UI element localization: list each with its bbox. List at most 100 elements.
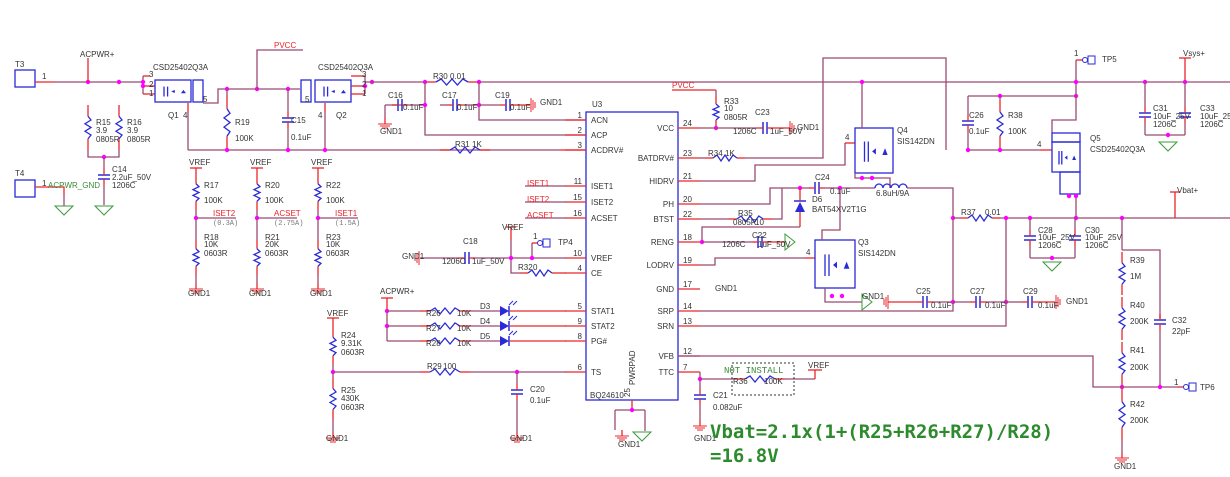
junction-dot xyxy=(322,147,328,153)
label-parts-r15-pkg: 0805R xyxy=(96,135,120,144)
resistor xyxy=(429,306,461,316)
resistor xyxy=(313,183,323,202)
label-formula-line1: Vbat=2.1x(1+(R25+R26+R27)/R28) xyxy=(710,421,1053,443)
label-parts-r26-ref: R26 xyxy=(426,309,441,318)
wire xyxy=(700,143,846,182)
label-ic-left_pins-7-num: 4 xyxy=(578,264,583,273)
label-nets-gnd1: GND1 xyxy=(694,434,717,443)
resistor xyxy=(711,103,721,121)
label-parts-r29-value: 100 xyxy=(443,362,457,371)
label-parts-q4-ref: Q4 xyxy=(897,126,908,135)
label-nets-vsys: Vsys+ xyxy=(1183,49,1205,58)
junction-dot xyxy=(965,147,971,153)
wire xyxy=(907,187,954,302)
label-parts-r24-ref: R24 xyxy=(341,331,356,340)
label-ic-right_pins-9-num: 13 xyxy=(683,317,692,326)
wire xyxy=(745,57,947,159)
label-parts-c32-ref: C32 xyxy=(1172,316,1187,325)
body-diode-icon xyxy=(882,148,888,155)
junction-dot xyxy=(1073,193,1079,199)
label-parts-q1-pins-1: 2 xyxy=(149,80,154,89)
wire xyxy=(256,49,303,89)
resistor xyxy=(736,214,764,224)
label-nets-gnd1: GND1 xyxy=(380,127,403,136)
resistor xyxy=(1117,352,1127,375)
label-parts-r39-ref: R39 xyxy=(1130,256,1145,265)
label-parts-c31-ref: C31 xyxy=(1153,104,1168,113)
mosfet-arrow xyxy=(833,261,837,269)
label-parts-r19-ref: R19 xyxy=(235,118,250,127)
wire xyxy=(854,173,891,188)
label-connectors-tp4: TP4 xyxy=(558,238,573,247)
junction-dot xyxy=(140,83,146,89)
label-ic-left_pins-0-name: ACN xyxy=(591,116,608,125)
label-ic-left_pins-9-name: STAT2 xyxy=(591,322,615,331)
label-parts-r24-value: 9.31K xyxy=(341,339,363,348)
label-parts-r37-ref: R37 xyxy=(961,208,976,217)
label-parts-c18-ref: C18 xyxy=(463,237,478,246)
label-ic-right_pins-0-num: 24 xyxy=(683,119,692,128)
label-connectors-t4: T4 xyxy=(15,169,25,178)
label-parts-r23-ref: R23 xyxy=(326,233,341,242)
label-parts-r16-ref: R16 xyxy=(127,118,142,127)
label-nets-acpwr_plus: ACPWR+ xyxy=(80,50,115,59)
label-parts-c25-ref: C25 xyxy=(916,287,931,296)
label-parts-r33-pkg: 0805R xyxy=(724,113,748,122)
label-parts-r27-value: 10K xyxy=(457,324,472,333)
junction-dot xyxy=(508,255,514,261)
label-ic-left_pins-5-name: ACSET xyxy=(591,214,618,223)
test-point-icon xyxy=(1082,57,1088,63)
label-parts-r17-ref: R17 xyxy=(204,181,219,190)
label-parts-q1-pins-4: 5 xyxy=(203,95,208,104)
label-parts-c18-pkg: 1206C xyxy=(442,257,466,266)
resistor xyxy=(967,213,993,223)
junction-dot xyxy=(116,79,122,85)
label-parts-c29-ref: C29 xyxy=(1023,287,1038,296)
junction-dot xyxy=(997,147,1003,153)
label-nets-vref: VREF xyxy=(311,158,332,167)
resistor xyxy=(1117,307,1127,330)
label-ic-right_pins-3-name: PH xyxy=(663,200,674,209)
label-parts-r32-value: 0 xyxy=(533,263,538,272)
junction-dot xyxy=(285,147,291,153)
resistor xyxy=(435,78,469,86)
label-currents-iset2: (0.3A) xyxy=(213,220,238,228)
label-parts-q5-part: CSD25402Q3A xyxy=(1090,145,1146,154)
label-parts-q1-pins-3: 4 xyxy=(183,111,188,120)
label-parts-r24-pkg: 0603R xyxy=(341,348,365,357)
label-parts-c15-value: 0.1uF xyxy=(291,133,312,142)
mosfet-pins xyxy=(1059,171,1081,195)
label-parts-c28-ref: C28 xyxy=(1038,226,1053,235)
resistor xyxy=(995,111,1005,137)
label-ic-left_pins-5-num: 16 xyxy=(573,209,582,218)
label-parts-r25-value: 430K xyxy=(341,394,360,403)
label-parts-q2-pins-3: 4 xyxy=(318,111,323,120)
junction-dot xyxy=(224,147,230,153)
ground-triangle-icon xyxy=(53,205,75,216)
label-connectors-pin1: 1 xyxy=(42,179,47,188)
label-parts-r20-ref: R20 xyxy=(265,181,280,190)
wire xyxy=(772,188,783,220)
label-parts-c30-pkg: 1206C xyxy=(1085,241,1109,250)
junction-dot xyxy=(859,79,865,85)
label-ic-right_pins-6-name: LODRV xyxy=(647,261,675,270)
label-nets-vref: VREF xyxy=(189,158,210,167)
mosfet-pins xyxy=(300,79,312,103)
label-parts-c14-value: 2.2uF_50V xyxy=(112,173,152,182)
label-parts-q2-pins-2: 1 xyxy=(362,89,367,98)
label-parts-r38-ref: R38 xyxy=(1008,111,1023,120)
label-parts-r21-value: 20K xyxy=(265,240,280,249)
label-parts-q1-ref: Q1 xyxy=(168,111,179,120)
label-parts-q5-ref: Q5 xyxy=(1090,134,1101,143)
label-parts-c33-pkg: 1206C xyxy=(1200,120,1224,129)
label-parts-r33-ref: R33 xyxy=(724,97,739,106)
label-parts-c20-ref: C20 xyxy=(530,385,545,394)
label-nets-gnd1: GND1 xyxy=(618,440,641,449)
label-parts-r19-value: 100K xyxy=(235,134,254,143)
junction-dot xyxy=(362,83,368,89)
label-parts-r15-ref: R15 xyxy=(96,118,111,127)
resistor xyxy=(114,115,124,140)
label-nets-vbat: Vbat+ xyxy=(1177,186,1198,195)
led-icon xyxy=(500,321,509,331)
